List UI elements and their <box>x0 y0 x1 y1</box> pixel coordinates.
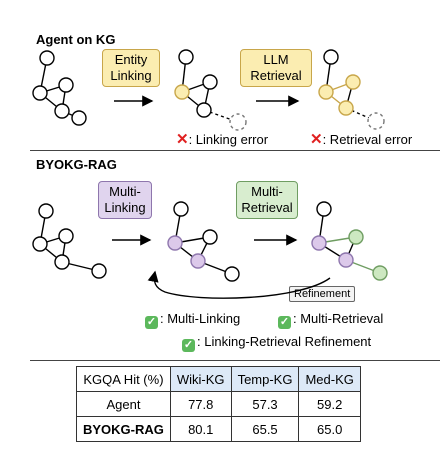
table-header-cell: Wiki-KG <box>169 366 232 392</box>
table-header-cell: KGQA Hit (%) <box>76 366 171 392</box>
table-cell: 80.1 <box>169 416 232 442</box>
kg-graph-multi-linking <box>167 201 240 282</box>
row-label: Agent <box>76 391 171 417</box>
table-cell: 77.8 <box>169 391 232 417</box>
check-icon: ✓ <box>182 339 195 352</box>
linking-error-label: : Linking error <box>188 132 269 147</box>
section-divider-bottom <box>30 360 440 361</box>
multi-linking-label: : Multi-Linking <box>160 311 241 326</box>
entity-linking-line1: Entity <box>114 52 148 67</box>
multi-retrieval-line1: Multi- <box>251 184 283 199</box>
linking-error-legend: ✕: Linking error <box>176 130 268 148</box>
entity-linking-box: Entity Linking <box>102 49 160 87</box>
agent-on-kg-title: Agent on KG <box>36 32 116 47</box>
llm-retrieval-box: LLM Retrieval <box>240 49 312 87</box>
table-header-row: KGQA Hit (%) Wiki-KG Temp-KG Med-KG <box>76 366 361 392</box>
row-label: BYOKG-RAG <box>76 416 171 442</box>
table-row: Agent 77.8 57.3 59.2 <box>76 391 361 417</box>
refinement-tag: Refinement <box>289 286 356 302</box>
kgqa-results-table: KGQA Hit (%) Wiki-KG Temp-KG Med-KG Agen… <box>76 366 361 442</box>
x-icon: ✕ <box>310 131 323 148</box>
check-icon: ✓ <box>278 316 291 329</box>
table-header-cell: Med-KG <box>298 366 361 392</box>
table-cell: 65.0 <box>298 416 361 442</box>
multi-retrieval-box: Multi- Retrieval <box>236 181 298 219</box>
section-divider-top <box>30 150 440 151</box>
kg-graph-multi-retrieval <box>311 201 388 281</box>
multi-retrieval-line2: Retrieval <box>241 200 293 215</box>
kg-graph-linking <box>174 49 247 131</box>
table-cell: 57.3 <box>230 391 300 417</box>
refinement-arrow <box>147 270 331 299</box>
retrieval-error-legend: ✕: Retrieval error <box>310 130 412 148</box>
multi-linking-line2: Linking <box>104 200 146 215</box>
refinement-legend: ✓: Linking-Retrieval Refinement <box>182 334 371 352</box>
entity-linking-line2: Linking <box>110 68 152 83</box>
table-cell: 65.5 <box>230 416 300 442</box>
retrieval-error-label: : Retrieval error <box>322 132 413 147</box>
table-cell: 59.2 <box>298 391 361 417</box>
table-row: BYOKG-RAG 80.1 65.5 65.0 <box>76 416 361 442</box>
multi-linking-legend: ✓: Multi-Linking <box>145 311 240 329</box>
x-icon: ✕ <box>176 131 189 148</box>
kg-graph-plain-bottom <box>32 203 107 279</box>
llm-retrieval-line2: Retrieval <box>250 68 302 83</box>
byokg-rag-title: BYOKG-RAG <box>36 157 117 172</box>
multi-retrieval-label: : Multi-Retrieval <box>293 311 384 326</box>
llm-retrieval-line1: LLM <box>263 52 289 67</box>
kg-graph-retrieval <box>318 49 385 130</box>
refinement-label: : Linking-Retrieval Refinement <box>197 334 372 349</box>
check-icon: ✓ <box>145 316 158 329</box>
table-header-cell: Temp-KG <box>230 366 300 392</box>
multi-linking-line1: Multi- <box>109 184 141 199</box>
multi-retrieval-legend: ✓: Multi-Retrieval <box>278 311 383 329</box>
kg-graph-plain-top <box>32 50 87 126</box>
multi-linking-box: Multi- Linking <box>98 181 152 219</box>
